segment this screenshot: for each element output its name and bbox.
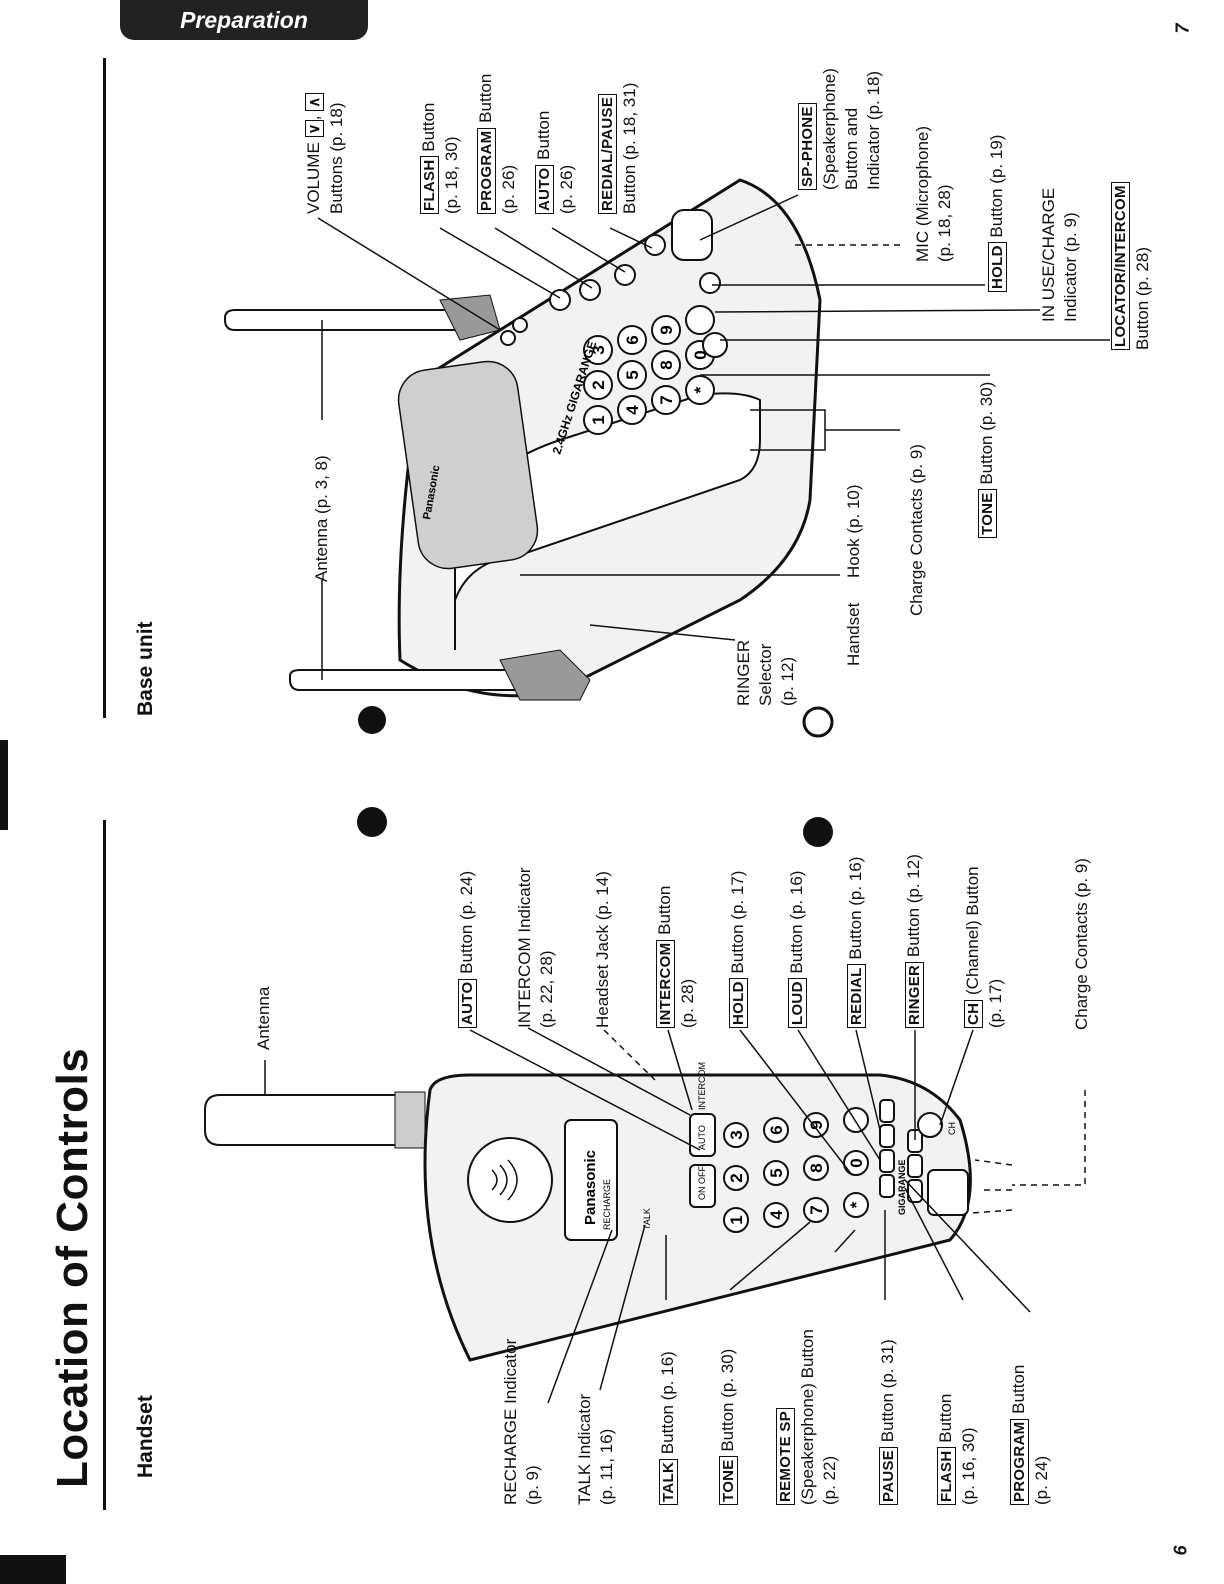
section-tab-label: Preparation (180, 7, 308, 33)
intercom-button-label: INTERCOM Button (p. 28) (655, 885, 697, 1028)
handset-keypad (689, 1099, 969, 1233)
base-redial-pause-label: REDIAL/PAUSE Button (p. 18, 31) (598, 82, 639, 214)
volume-up-icon: ∧ (305, 93, 324, 111)
svg-text:5: 5 (767, 1168, 786, 1177)
remote-sp-label: REMOTE SP (Speakerphone) Button(p. 22) (776, 1329, 839, 1505)
svg-text:8: 8 (807, 1163, 826, 1172)
svg-text:INTERCOM: INTERCOM (697, 1062, 707, 1110)
punch-hole-1 (358, 706, 386, 734)
base-program-label: PROGRAM Button (p. 26) (476, 73, 518, 214)
hold-button-label: HOLD Button (p. 17) (727, 871, 750, 1028)
svg-text:1: 1 (727, 1215, 746, 1224)
mic-label: MIC (Microphone)(p. 18, 28) (913, 125, 954, 262)
section-tab: Preparation (120, 0, 368, 40)
svg-text:AUTO: AUTO (697, 1125, 707, 1150)
handset-body (423, 1073, 972, 1362)
svg-text:6: 6 (767, 1125, 786, 1134)
svg-text:*: * (847, 1201, 866, 1208)
svg-text:4: 4 (623, 405, 642, 415)
base-leaders (317, 194, 1110, 680)
svg-text:5: 5 (623, 370, 642, 379)
pause-button-label: PAUSE Button (p. 31) (877, 1339, 900, 1505)
svg-text:4: 4 (767, 1210, 786, 1220)
rule-base (103, 58, 106, 718)
svg-text:7: 7 (807, 1205, 826, 1214)
volume-buttons-label: VOLUME ∨, ∧ Buttons (p. 18) (303, 93, 348, 214)
punch-hole-2 (802, 706, 834, 738)
svg-text:3: 3 (727, 1130, 746, 1139)
intercom-indicator-label: INTERCOM Indicator(p. 22, 28) (515, 867, 556, 1028)
handset-hook-prefix: Handset (844, 602, 863, 666)
svg-text:0: 0 (691, 350, 710, 359)
volume-down-icon: ∨ (305, 120, 324, 138)
base-speaker-grille (397, 360, 539, 570)
sp-phone-label: SP-PHONE (Speakerphone) Button and Indic… (798, 68, 883, 190)
svg-text:ON OFF: ON OFF (697, 1166, 707, 1200)
talk-button-label: TALK Button (p. 16) (657, 1351, 680, 1505)
base-flash-label: FLASH Button (p. 18, 30) (419, 102, 461, 214)
loud-button-label: LOUD Button (p. 16) (786, 871, 809, 1028)
program-button-label: PROGRAM Button (p. 24) (1009, 1364, 1051, 1505)
svg-text:CH: CH (947, 1122, 957, 1135)
svg-text:2: 2 (727, 1173, 746, 1182)
svg-text:0: 0 (847, 1158, 866, 1167)
redial-button-label: REDIAL Button (p. 16) (845, 857, 868, 1028)
base-charge-contacts-label: Charge Contacts (p. 9) (907, 444, 926, 616)
svg-text:7: 7 (657, 395, 676, 404)
handset-antenna (204, 1094, 421, 1146)
svg-text:*: * (691, 386, 710, 393)
svg-text:8: 8 (657, 360, 676, 369)
svg-text:GIGARANGE: GIGARANGE (897, 1159, 907, 1215)
rule-handset (103, 820, 106, 1510)
auto-button-label: AUTO Button (p. 24) (456, 871, 479, 1028)
svg-text:6: 6 (623, 335, 642, 344)
binding-edge-top (0, 740, 8, 830)
punch-hole-4 (803, 817, 833, 847)
hook-label: Hook (p. 10) (844, 484, 863, 578)
svg-text:1: 1 (589, 415, 608, 424)
recharge-indicator-label: RECHARGE Indicator(p. 9) (501, 1338, 542, 1505)
handset-antenna-label: Antenna (254, 986, 273, 1050)
svg-text:9: 9 (657, 325, 676, 334)
punch-hole-3 (357, 807, 387, 837)
svg-text:3: 3 (589, 345, 608, 354)
ringer-button-label: RINGER Button (p. 12) (903, 854, 926, 1028)
locator-intercom-label: LOCATOR/INTERCOM Button (p. 28) (1109, 182, 1154, 350)
base-antenna-right (224, 309, 470, 331)
binding-edge-bottom (0, 1555, 66, 1584)
tone-button-label: TONE Button (p. 30) (717, 1349, 740, 1505)
svg-text:RECHARGE: RECHARGE (602, 1179, 612, 1230)
talk-indicator-label: TALK Indicator(p. 11, 16) (575, 1393, 616, 1505)
flash-button-label: FLASH Button (p. 16, 30) (936, 1393, 978, 1505)
svg-text:9: 9 (807, 1120, 826, 1129)
handset-brand-plate (564, 1119, 618, 1241)
svg-text:TALK: TALK (642, 1208, 652, 1230)
handset-charge-contacts-label: Charge Contacts (p. 9) (1072, 858, 1091, 1030)
svg-text:2: 2 (589, 380, 608, 389)
headset-jack-label: Headset Jack (p. 14) (593, 871, 612, 1028)
handset-brand: Panasonic (582, 1150, 599, 1225)
base-tone-label: TONE Button (p. 30) (976, 382, 999, 538)
base-keypad (500, 209, 728, 435)
handset-leaders (264, 1027, 1086, 1404)
base-antenna-left (289, 669, 560, 691)
earpiece (467, 1137, 553, 1223)
ch-button-label: CH (Channel) Button (p. 17) (963, 866, 1005, 1028)
base-auto-label: AUTO Button (p. 26) (534, 110, 576, 214)
base-antenna-label: Antenna (p. 3, 8) (312, 455, 331, 582)
base-hold-label: HOLD Button (p. 19) (986, 135, 1009, 292)
